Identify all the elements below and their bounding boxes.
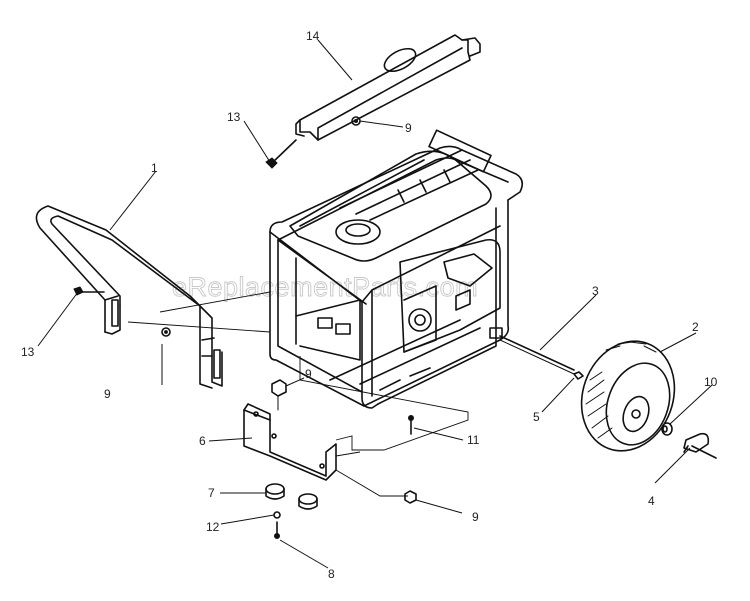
hairpin-clip-4 [683, 432, 717, 459]
callout-1: 1 [151, 161, 158, 175]
callout-2: 2 [692, 320, 699, 334]
callout-14: 14 [306, 29, 320, 43]
rubber-foot-part [265, 483, 318, 510]
callout-9-upper: 9 [405, 121, 412, 135]
callout-6: 6 [199, 434, 206, 448]
callout-9-lower: 9 [472, 510, 479, 524]
callout-9-bracket: 9 [305, 367, 312, 381]
callout-12: 12 [206, 520, 220, 534]
assembly-guide-lines [127, 291, 469, 497]
washer-5 [573, 371, 584, 380]
lift-bracket-part [295, 34, 481, 141]
nut-9-bracket [271, 379, 287, 411]
leader-lines [37, 39, 713, 569]
mounting-bracket-part [243, 403, 337, 481]
generator-frame-engine [269, 129, 524, 409]
nut-9-handle [161, 327, 171, 337]
bolt-8 [274, 521, 280, 539]
bolt-13-lower [73, 286, 105, 296]
axle-part [499, 335, 575, 375]
callout-13-upper: 13 [227, 110, 241, 124]
handle-part [35, 205, 223, 389]
callout-10: 10 [704, 375, 718, 389]
callout-3: 3 [592, 284, 599, 298]
callout-5: 5 [533, 410, 540, 424]
nut-9-lower [404, 490, 417, 504]
callout-8: 8 [328, 567, 335, 581]
callout-13-lower: 13 [21, 345, 35, 359]
callout-9-handle: 9 [104, 387, 111, 401]
watermark-text: eReplacementParts.com [172, 272, 478, 302]
callout-11: 11 [467, 433, 480, 447]
wheel-part [580, 340, 676, 452]
callout-7: 7 [208, 486, 215, 500]
callout-4: 4 [648, 494, 655, 508]
spacer-10 [661, 422, 673, 436]
bolt-13-upper [265, 139, 297, 169]
washer-12 [273, 511, 281, 519]
bolt-11 [408, 415, 414, 435]
